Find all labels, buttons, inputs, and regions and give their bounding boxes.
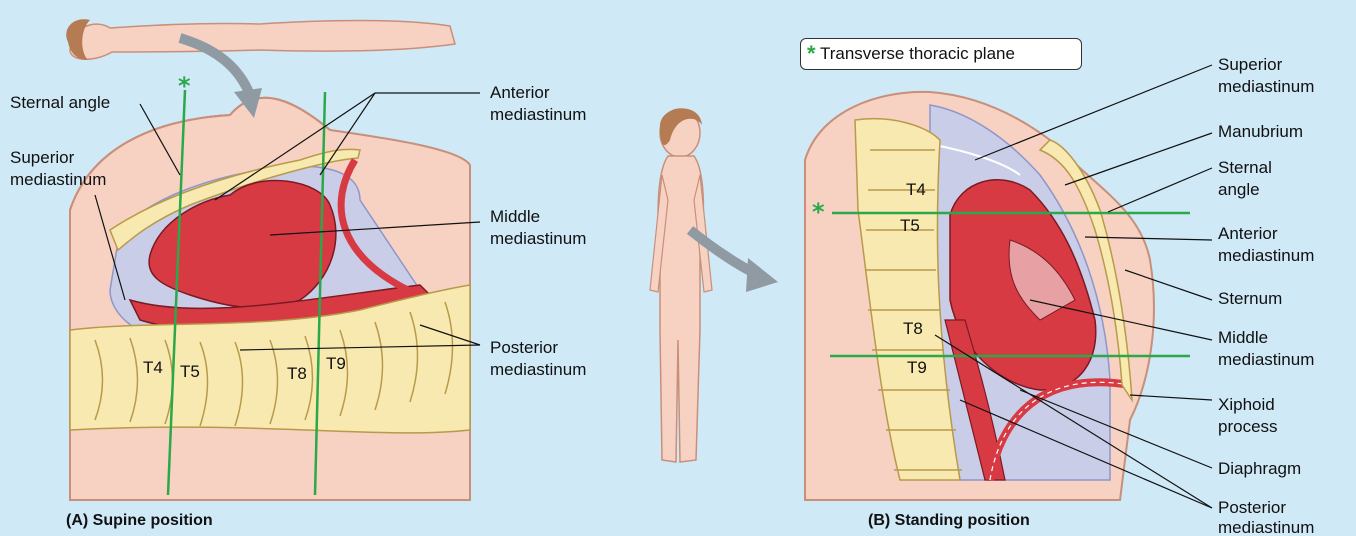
label-superior-mediastinum-a-line2: mediastinum — [10, 169, 106, 191]
label-anterior-mediastinum-b-line2: mediastinum — [1218, 245, 1314, 267]
label-superior-mediastinum-b-line1: Superior — [1218, 54, 1282, 76]
label-middle-mediastinum-b-line2: mediastinum — [1218, 349, 1314, 371]
vertebra-label-b-2: T8 — [903, 319, 923, 339]
vertebra-label-b-3: T9 — [907, 358, 927, 378]
standing-figure — [650, 108, 778, 462]
vertebra-label-a-3: T9 — [326, 354, 346, 374]
label-xiphoid-process-b-line2: process — [1218, 416, 1278, 438]
label-manubrium-b: Manubrium — [1218, 121, 1303, 143]
label-sternal-angle-b-line2: angle — [1218, 179, 1260, 201]
vertebra-label-a-1: T5 — [180, 362, 200, 382]
label-superior-mediastinum-a-line1: Superior — [10, 147, 74, 169]
label-posterior-mediastinum-b-line1: Posterior — [1218, 497, 1286, 519]
label-diaphragm-b: Diaphragm — [1218, 458, 1301, 480]
panel-b-illustration — [805, 65, 1212, 508]
label-sternum-b: Sternum — [1218, 288, 1282, 310]
panel-a-illustration — [66, 19, 480, 500]
label-xiphoid-process-b-line1: Xiphoid — [1218, 394, 1275, 416]
label-middle-mediastinum-a-line2: mediastinum — [490, 228, 586, 250]
label-anterior-mediastinum-b-line1: Anterior — [1218, 223, 1278, 245]
label-posterior-mediastinum-b-line2: mediastinum — [1218, 517, 1314, 536]
label-sternal-angle-b-line1: Sternal — [1218, 157, 1272, 179]
label-superior-mediastinum-b-line2: mediastinum — [1218, 76, 1314, 98]
plane-marker-star-b: * — [812, 198, 825, 226]
label-posterior-mediastinum-a-line1: Posterior — [490, 337, 558, 359]
label-anterior-mediastinum-a-line1: Anterior — [490, 82, 550, 104]
legend-text: Transverse thoracic plane — [820, 44, 1015, 63]
vertebra-label-a-2: T8 — [287, 364, 307, 384]
plane-marker-star-a: * — [178, 72, 191, 100]
label-anterior-mediastinum-a-line2: mediastinum — [490, 104, 586, 126]
label-posterior-mediastinum-a-line2: mediastinum — [490, 359, 586, 381]
label-sternal-angle-a: Sternal angle — [10, 92, 110, 114]
caption-panel-b: (B) Standing position — [868, 512, 1030, 530]
label-middle-mediastinum-a-line1: Middle — [490, 206, 540, 228]
vertebra-label-b-1: T5 — [900, 216, 920, 236]
legend-star-icon: * — [807, 41, 816, 66]
vertebra-label-b-0: T4 — [906, 180, 926, 200]
label-middle-mediastinum-b-line1: Middle — [1218, 327, 1268, 349]
legend-box: * Transverse thoracic plane — [800, 38, 1082, 70]
vertebra-label-a-0: T4 — [143, 358, 163, 378]
caption-panel-a: (A) Supine position — [66, 512, 213, 530]
